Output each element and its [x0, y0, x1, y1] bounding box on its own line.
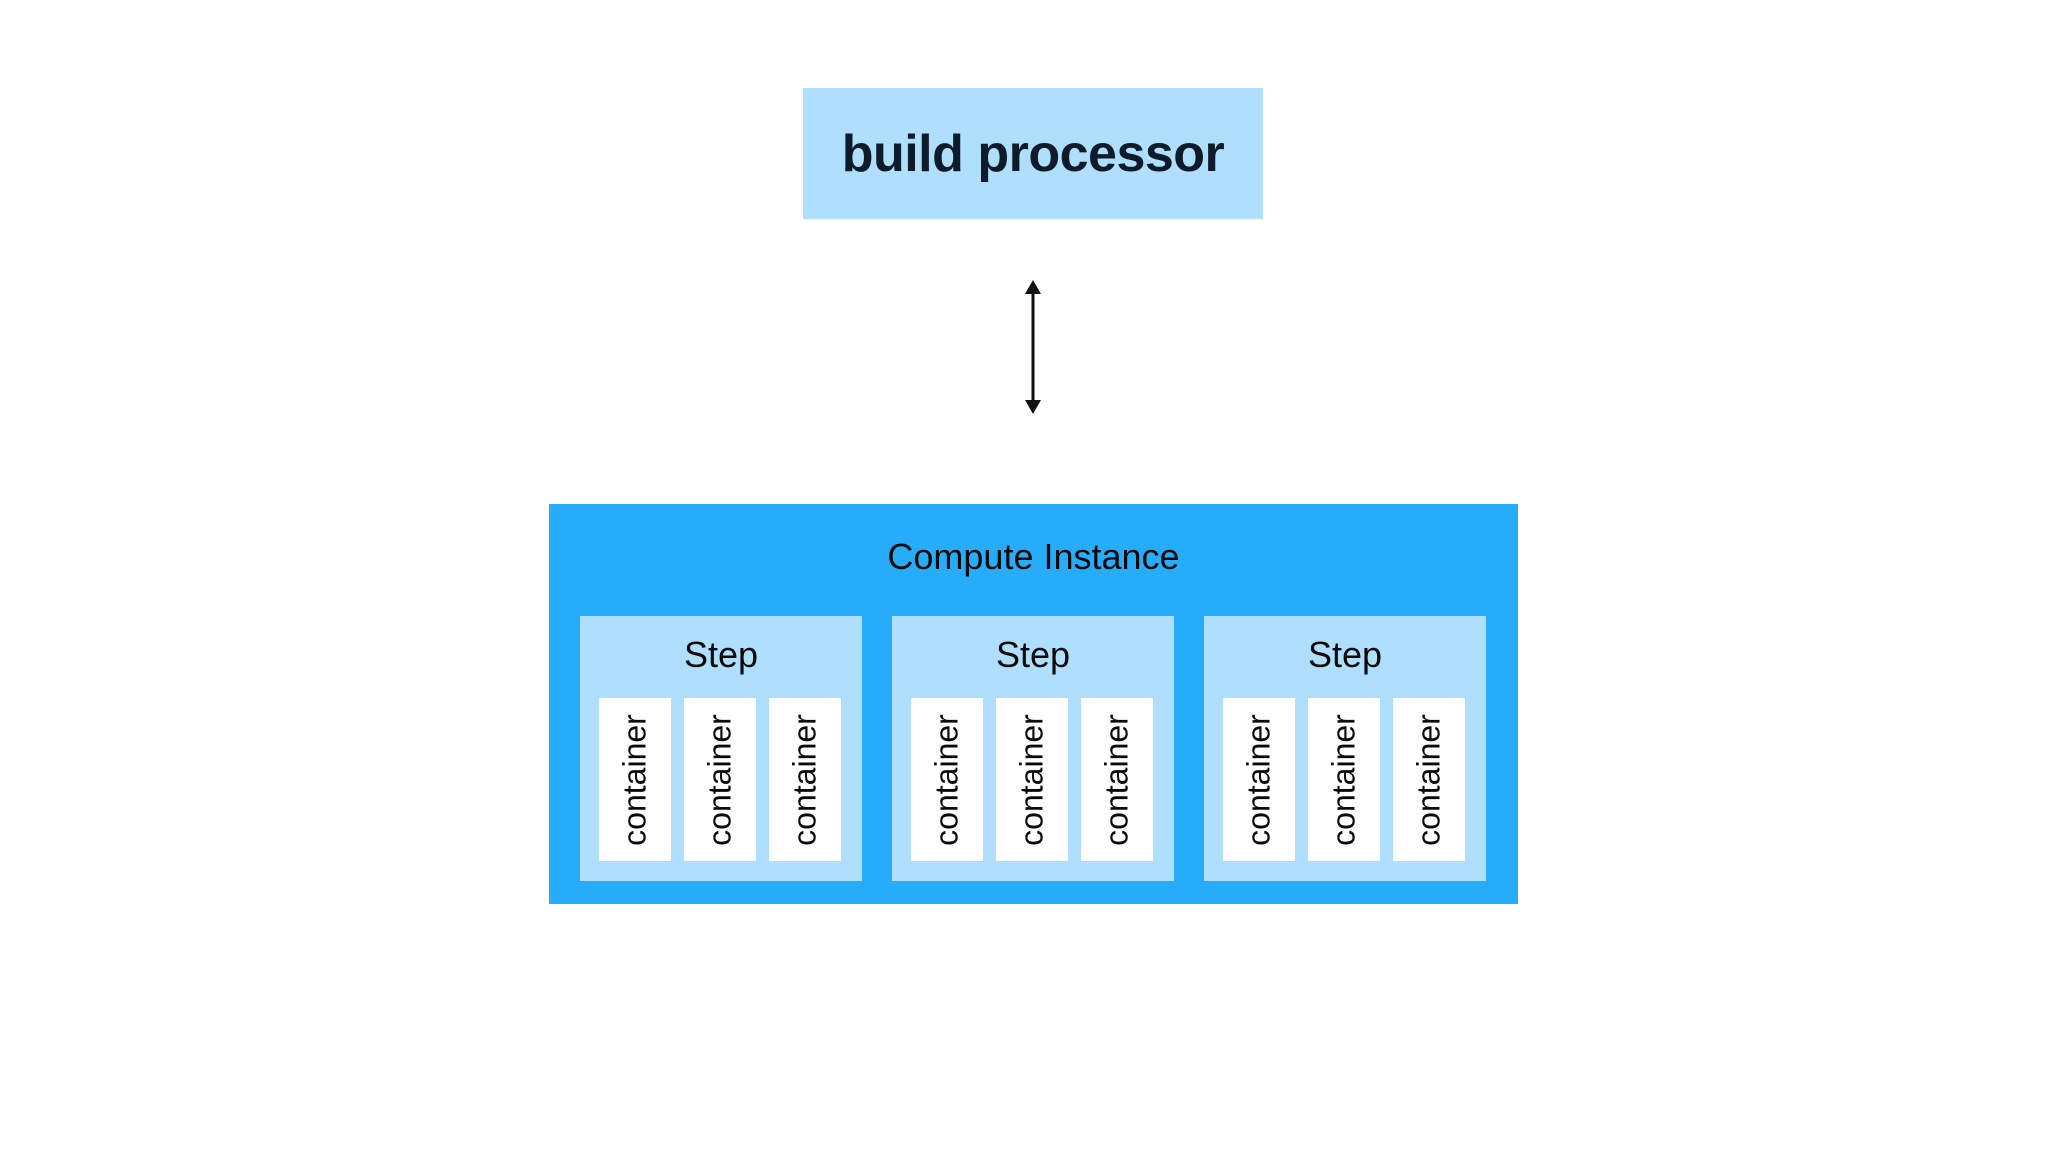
step-label: Step [683, 634, 759, 675]
container-box: container [911, 698, 983, 861]
step-box: Step container container container [580, 616, 862, 881]
container-box: container [599, 698, 671, 861]
build-processor-box: build processor [803, 88, 1263, 219]
container-label: container [1013, 713, 1050, 846]
container-box: container [769, 698, 841, 861]
container-label: container [1240, 713, 1277, 846]
container-box: container [1081, 698, 1153, 861]
container-box: container [1223, 698, 1295, 861]
double-headed-arrow-icon [1025, 280, 1041, 414]
container-label: container [786, 713, 823, 846]
container-box: container [996, 698, 1068, 861]
step-label: Step [1307, 634, 1383, 675]
container-label: container [928, 713, 965, 846]
container-label: container [1098, 713, 1135, 846]
container-label: container [1410, 713, 1447, 846]
container-label: container [616, 713, 653, 846]
step-box: Step container container container [1204, 616, 1486, 881]
container-label: container [701, 713, 738, 846]
step-label: Step [995, 634, 1071, 675]
compute-instance-label: Compute Instance [887, 536, 1180, 577]
step-box: Step container container container [892, 616, 1174, 881]
container-box: container [1393, 698, 1465, 861]
container-box: container [1308, 698, 1380, 861]
compute-instance-box: Compute Instance Step container containe… [549, 504, 1518, 904]
build-processor-label: build processor [841, 124, 1225, 183]
container-box: container [684, 698, 756, 861]
container-label: container [1325, 713, 1362, 846]
